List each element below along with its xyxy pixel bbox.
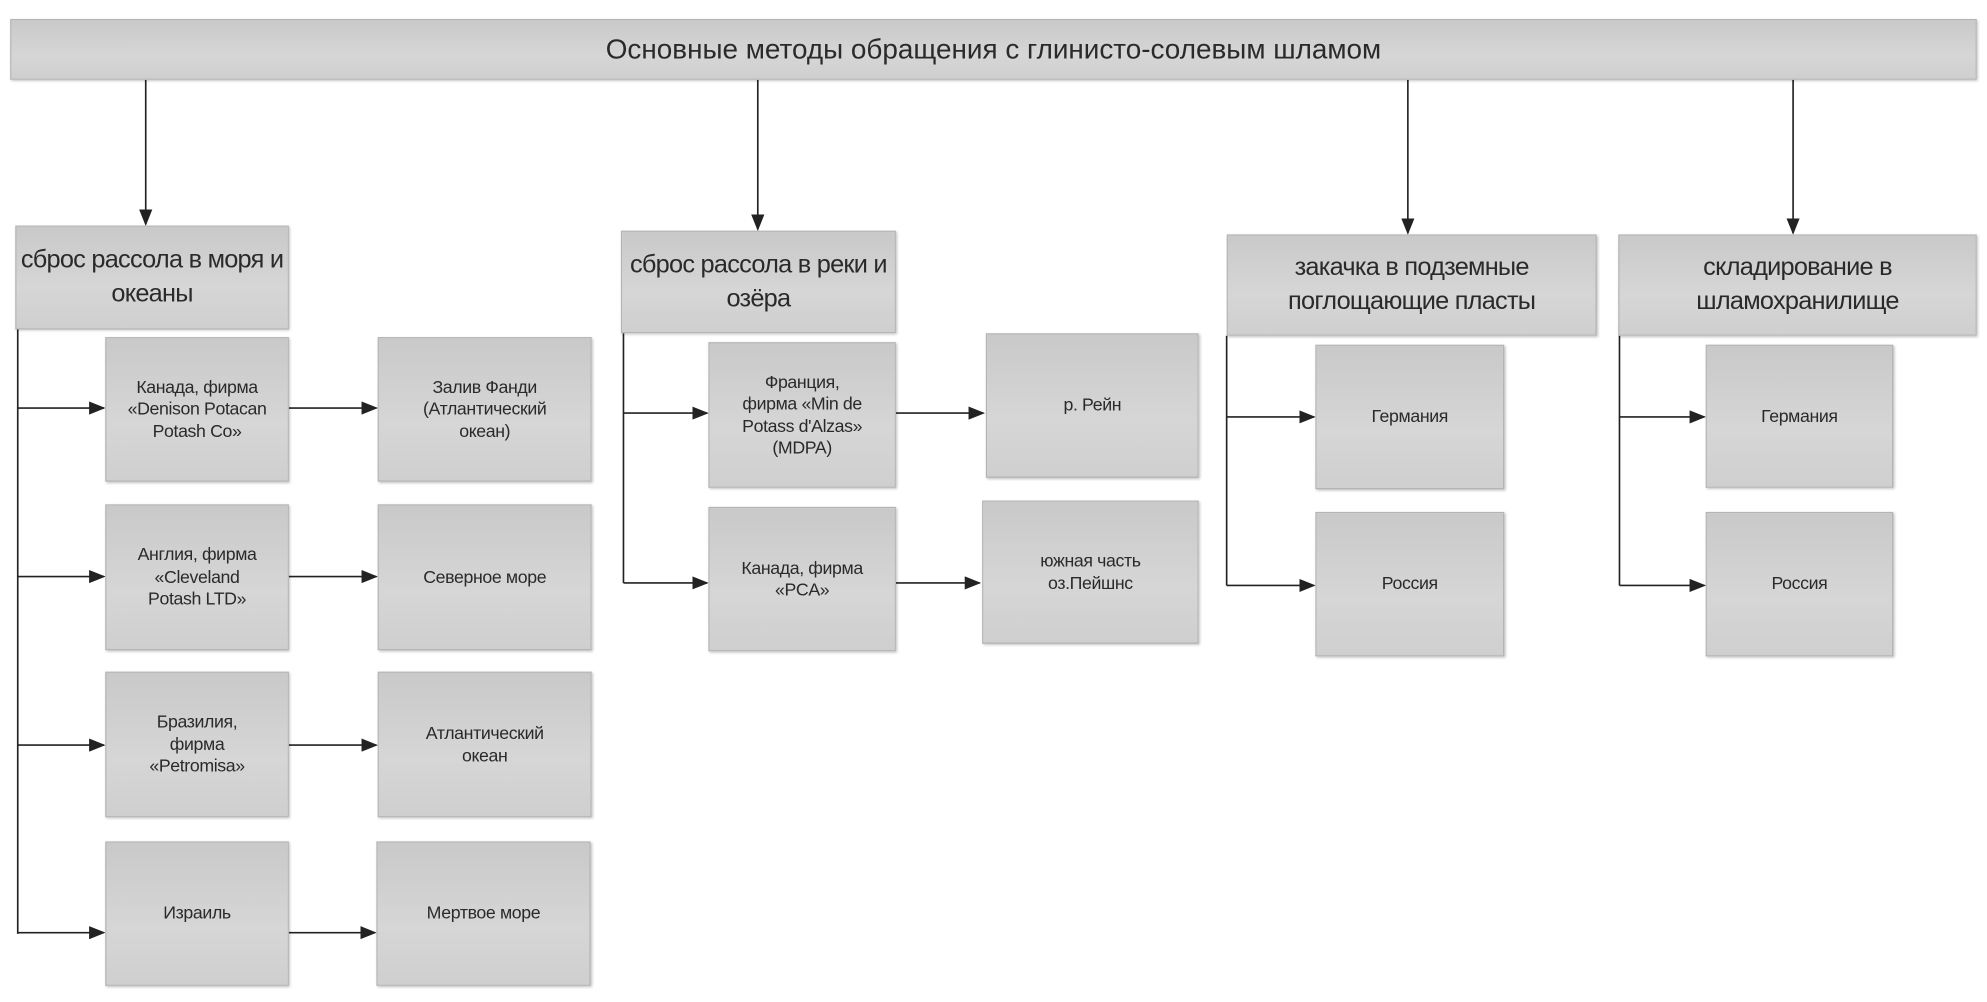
source-text: Бразилия, фирма «Petromisa» bbox=[149, 711, 245, 776]
country-text: Германия bbox=[1761, 405, 1838, 426]
target-text: Атлантический океан bbox=[425, 722, 544, 765]
category-label: сброс рассола в реки и озёра bbox=[630, 250, 888, 313]
target-text: Северное море bbox=[423, 566, 547, 587]
target-box: Атлантический океан bbox=[377, 671, 592, 818]
target-box: Мертвое море bbox=[376, 841, 591, 986]
category-label: сброс рассола в моря и океаны bbox=[20, 245, 284, 308]
country-box: Германия bbox=[1315, 344, 1505, 490]
country-text: Россия bbox=[1381, 573, 1438, 594]
country-box: Германия bbox=[1705, 344, 1894, 488]
source-text: Англия, фирма «Cleveland Potash LTD» bbox=[137, 543, 257, 609]
target-text: р. Рейн bbox=[1063, 394, 1122, 415]
category-sea-discharge: сброс рассола в моря и океаны bbox=[15, 225, 289, 330]
category-storage: складирование в шламохранилище bbox=[1618, 234, 1977, 336]
country-box: Россия bbox=[1315, 511, 1505, 657]
category-underground-injection: закачка в подземные поглощающие пласты bbox=[1226, 234, 1597, 336]
target-text: Залив Фанди (Атлантический океан) bbox=[423, 376, 547, 441]
country-box: Россия bbox=[1705, 511, 1894, 657]
target-box: р. Рейн bbox=[985, 333, 1199, 478]
target-box: южная часть оз.Пейшнс bbox=[982, 500, 1199, 644]
diagram-title: Основные методы обращения с глинисто-сол… bbox=[10, 19, 1977, 80]
source-box: Франция, фирма «Min de Potass d'Alzas» (… bbox=[708, 342, 896, 488]
source-box: Канада, фирма «PCA» bbox=[708, 506, 896, 652]
source-box: Бразилия, фирма «Petromisa» bbox=[105, 671, 289, 818]
source-text: Канада, фирма «PCA» bbox=[741, 556, 863, 600]
source-text: Франция, фирма «Min de Potass d'Alzas» (… bbox=[742, 370, 863, 458]
target-box: Северное море bbox=[377, 504, 592, 651]
category-label: закачка в подземные поглощающие пласты bbox=[1288, 253, 1536, 316]
country-text: Германия bbox=[1371, 405, 1449, 427]
source-box: Англия, фирма «Cleveland Potash LTD» bbox=[105, 504, 289, 651]
category-river-discharge: сброс рассола в реки и озёра bbox=[620, 230, 896, 334]
title-text: Основные методы обращения с глинисто-сол… bbox=[605, 33, 1382, 65]
target-text: южная часть оз.Пейшнс bbox=[1040, 549, 1141, 593]
country-text: Россия bbox=[1771, 573, 1828, 594]
target-text: Мертвое море bbox=[426, 902, 541, 923]
category-label: складирование в шламохранилище bbox=[1696, 253, 1899, 316]
source-box: Израиль bbox=[105, 841, 289, 986]
target-box: Залив Фанди (Атлантический океан) bbox=[377, 337, 592, 482]
source-text: Канада, фирма «Denison Potacan Potash Co… bbox=[127, 376, 267, 441]
source-text: Израиль bbox=[163, 902, 231, 923]
source-box: Канада, фирма «Denison Potacan Potash Co… bbox=[105, 337, 289, 482]
